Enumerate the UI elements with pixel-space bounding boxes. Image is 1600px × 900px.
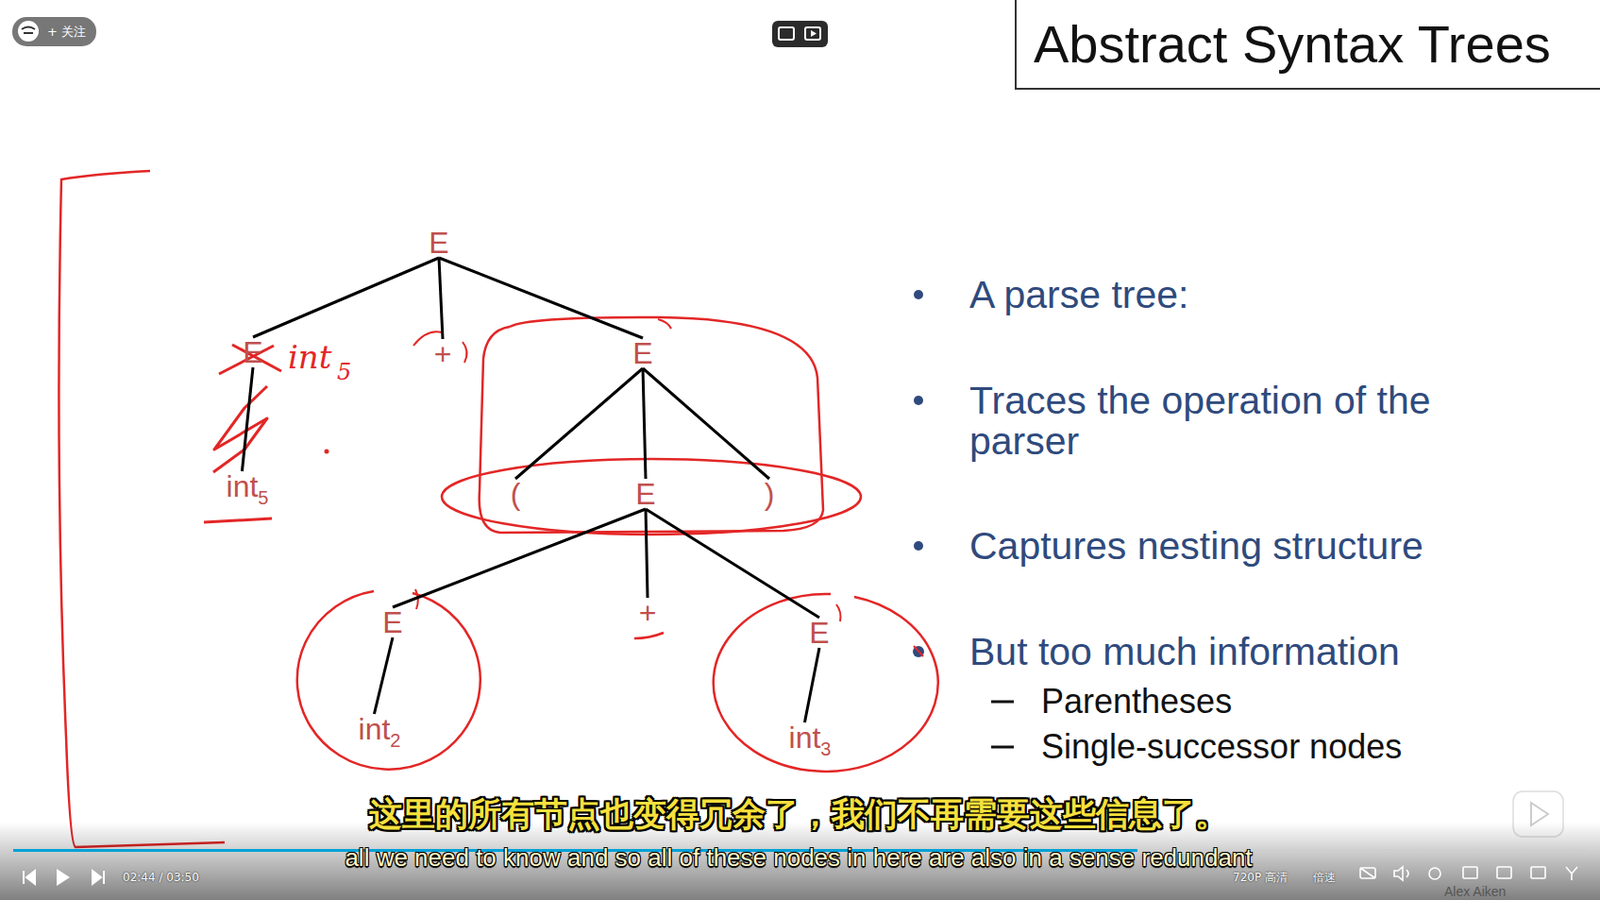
red-mark xyxy=(657,319,672,329)
bullet-text: But too much information xyxy=(969,629,1400,674)
tree-node: E xyxy=(428,225,449,260)
tree-edge xyxy=(645,508,648,598)
node-text: E xyxy=(428,225,449,260)
red-mark xyxy=(462,341,468,363)
red-ellipse xyxy=(441,458,861,535)
sub-bullet-dash xyxy=(991,701,1014,747)
tree-edge xyxy=(642,368,770,479)
tree-leaf: ) xyxy=(764,476,775,511)
avatar-icon xyxy=(17,20,39,42)
tree-leaf: int2 xyxy=(358,711,402,758)
tree-edge xyxy=(804,647,820,723)
tree-edge xyxy=(642,368,646,479)
red-bracket xyxy=(58,170,225,847)
node-text: + xyxy=(434,336,453,371)
tree-edge xyxy=(241,367,253,472)
node-text: int xyxy=(789,720,822,755)
avatar-glyph xyxy=(21,27,35,34)
node-text: ) xyxy=(764,476,775,511)
subtitle-english: all we need to know and so all of these … xyxy=(344,842,1252,873)
red-circle xyxy=(713,593,939,772)
node-text: int xyxy=(226,469,259,504)
tree-leaf: int5 xyxy=(226,469,270,515)
player-bar xyxy=(0,821,1600,900)
node-text: ( xyxy=(510,476,522,511)
bullet-text: Traces the operation of the parser xyxy=(969,380,1461,462)
tree-edge xyxy=(252,257,439,337)
bullet-dot xyxy=(912,645,925,657)
red-scribble xyxy=(213,386,268,472)
sub-bullet-text: Single-successor nodes xyxy=(1041,726,1402,767)
tree-edge xyxy=(515,368,643,479)
player-top-icons xyxy=(772,20,828,48)
node-text: E xyxy=(808,615,829,650)
bullet-dot xyxy=(913,289,924,300)
node-text: E xyxy=(242,335,263,370)
tree-node: E xyxy=(382,605,403,640)
node-text: int xyxy=(358,711,391,746)
next-icon xyxy=(92,870,104,884)
handwritten-note: int xyxy=(287,337,332,376)
follow-button-text: + 关注 xyxy=(47,23,86,41)
tree-edge xyxy=(645,508,820,618)
subscript-text: 2 xyxy=(389,729,401,751)
tree-leaf: ( xyxy=(510,476,522,511)
red-dot xyxy=(324,449,330,455)
node-text: E xyxy=(382,605,403,640)
red-region xyxy=(479,317,824,533)
quality-button: 720P 高清 xyxy=(1232,869,1288,886)
subscript-text: 5 xyxy=(257,487,269,508)
follow-pill xyxy=(12,16,97,47)
watermark: Alex Aiken xyxy=(1444,883,1506,899)
tree-leaf: + xyxy=(639,595,657,630)
bullet-dot xyxy=(913,540,924,551)
title-box: Abstract Syntax Trees xyxy=(1014,0,1600,90)
tree-edge xyxy=(438,257,643,338)
tree-edge xyxy=(392,508,646,607)
subscript-text: 3 xyxy=(820,738,831,759)
node-text: E xyxy=(632,336,653,371)
red-underline xyxy=(203,518,272,523)
speed-button: 倍速 xyxy=(1313,869,1336,886)
red-mark xyxy=(913,645,924,657)
prev-icon xyxy=(23,870,35,884)
tree-node: + xyxy=(434,336,453,371)
tree-node: E xyxy=(632,336,653,371)
player-right-icons xyxy=(1360,866,1578,880)
window-icon xyxy=(805,27,821,40)
pip-icon xyxy=(778,27,794,40)
handwritten-subscript: 5 xyxy=(336,358,352,386)
bullet-text: A parse tree: xyxy=(969,272,1189,318)
subtitle-chinese: 这里的所有节点也变得冗余了，我们不再需要这些信息了。 xyxy=(369,791,1229,837)
play-mini-icon xyxy=(810,30,817,37)
sub-bullet-text: Parentheses xyxy=(1041,681,1232,722)
tree-node: E xyxy=(242,335,263,370)
tree-node: E xyxy=(808,615,829,650)
tree-edge xyxy=(373,637,393,714)
tree-leaf: int3 xyxy=(789,720,832,766)
red-mark xyxy=(836,604,842,622)
node-text: + xyxy=(639,595,657,630)
bullet-dot xyxy=(913,395,924,405)
node-text: Abstract Syntax Trees xyxy=(1033,14,1551,74)
play-icon xyxy=(56,868,70,886)
bullet-text: Captures nesting structure xyxy=(969,523,1424,569)
time-display: 02:44 / 03:50 xyxy=(122,870,200,884)
red-circle xyxy=(297,590,481,770)
red-underline xyxy=(634,632,664,639)
tree-edge xyxy=(438,257,443,339)
node-text: E xyxy=(635,476,656,511)
tree-node: E xyxy=(635,476,656,511)
